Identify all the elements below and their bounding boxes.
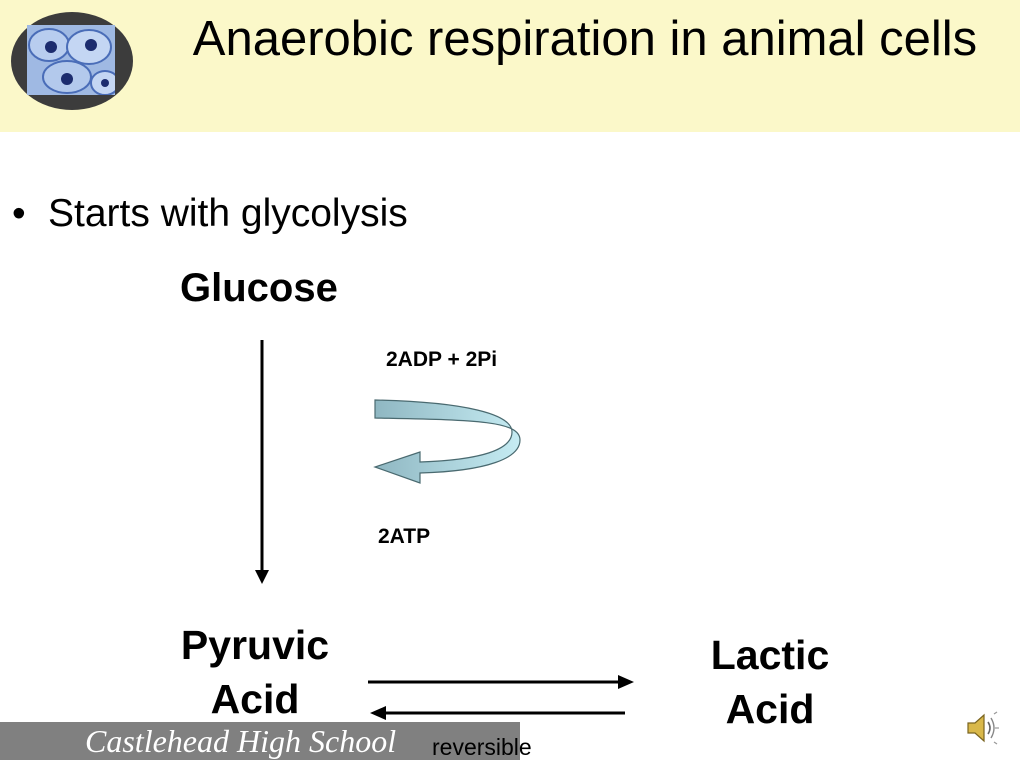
title-bar [0,0,1020,132]
pyruvic-acid-label: Pyruvic Acid [150,618,360,726]
cell-micrograph-logo [11,12,133,110]
glucose-label: Glucose [180,266,338,310]
atp-label: 2ATP [378,525,431,548]
bullet-dot: • [12,192,26,235]
forward-arrowhead [618,675,634,689]
adp-label: 2ADP + 2Pi [386,348,498,371]
lactic-acid-label: Lactic Acid [680,628,860,736]
reverse-arrowhead [370,706,386,720]
footer-bar [0,722,520,760]
bullet-point: • Starts with glycolysis [12,190,408,238]
speaker-icon[interactable] [962,708,1002,753]
bullet-text: Starts with glycolysis [48,192,408,235]
atp-curved-arrow [373,399,521,484]
lactic-line1: Lactic [710,632,830,678]
slide-title: Anaerobic respiration in animal cells [192,12,978,66]
school-name: Castlehead High School [85,723,397,759]
lactic-line2: Acid [725,686,815,732]
pyruvic-line2: Acid [210,676,300,722]
pyruvic-line1: Pyruvic [180,622,330,668]
cell-image [27,25,115,95]
glycolysis-arrowhead [255,570,269,584]
reversible-label: reversible [432,734,532,760]
